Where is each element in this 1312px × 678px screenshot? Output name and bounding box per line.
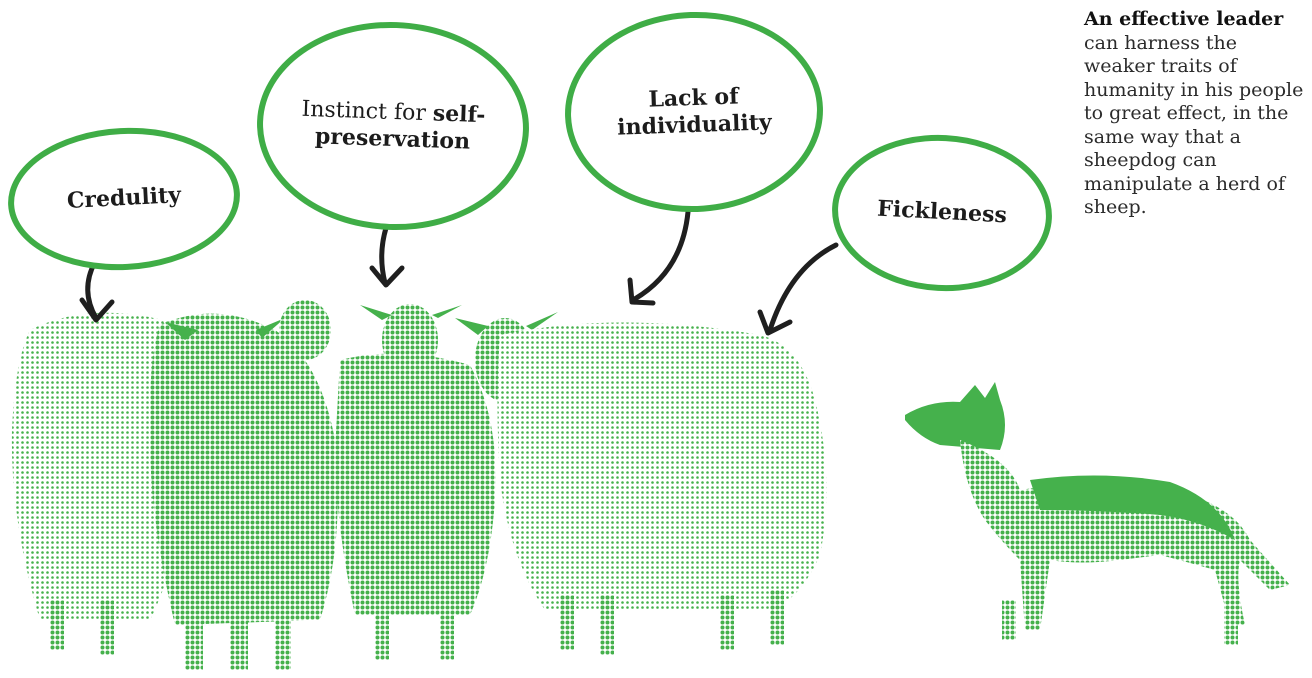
sheep-ear bbox=[360, 305, 392, 320]
bubble-fickleness-bold: Fickleness bbox=[876, 195, 1008, 229]
caption-bold: An effective leader bbox=[1084, 8, 1284, 30]
sheep-head-front bbox=[193, 317, 257, 413]
sheep-body-right bbox=[497, 322, 827, 610]
bubble-credulity-bold: Credulity bbox=[66, 182, 182, 215]
dog-head bbox=[905, 382, 1005, 450]
caption: An effective leader can harness the weak… bbox=[1084, 8, 1306, 220]
bubble-fickleness-text: Fickleness bbox=[876, 195, 1008, 230]
arrows bbox=[79, 209, 839, 336]
arrow-fickleness-head bbox=[757, 309, 793, 336]
arrow-self bbox=[379, 225, 389, 286]
sheepdog bbox=[905, 382, 1290, 645]
sheep-body-left bbox=[11, 312, 193, 620]
sheep-ear bbox=[526, 312, 558, 330]
bubble-self-plain: Instinct for bbox=[301, 96, 434, 126]
caption-rest: can harness the weaker traits of humanit… bbox=[1084, 31, 1304, 219]
bubble-individuality-text: Lack of individuality bbox=[608, 82, 780, 143]
arrow-credulity-head bbox=[79, 297, 115, 323]
bubble-individuality-bold: Lack of individuality bbox=[616, 83, 773, 141]
bubble-credulity-text: Credulity bbox=[66, 182, 181, 215]
sheep-ear bbox=[256, 318, 285, 338]
sheep-body-front bbox=[149, 313, 338, 625]
sheep-flock bbox=[11, 300, 827, 670]
dog-back-patch bbox=[1030, 475, 1235, 540]
sheep-ear bbox=[455, 318, 488, 335]
arrow-fickleness bbox=[767, 242, 839, 333]
bubble-self-preservation-text: Instinct for self-preservation bbox=[297, 95, 489, 156]
sheep-ear bbox=[432, 305, 462, 318]
arrow-individuality-head bbox=[627, 277, 656, 306]
sheep-head-back bbox=[279, 300, 331, 360]
sheep-body-middle bbox=[335, 353, 496, 615]
arrow-individuality bbox=[630, 209, 691, 303]
arrow-self-head bbox=[369, 265, 405, 288]
sheep-ear bbox=[165, 322, 198, 340]
